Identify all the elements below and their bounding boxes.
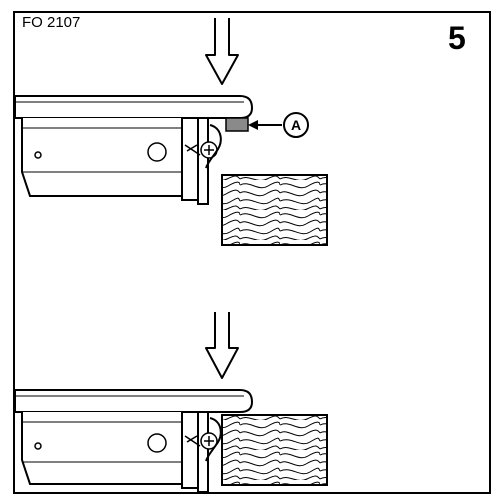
hob-top-view-1 [14, 95, 254, 205]
document-code: FO 2107 [22, 14, 81, 31]
callout-arrow [248, 120, 282, 130]
callout-circle [283, 112, 309, 138]
hob-top-view-2 [14, 389, 254, 493]
clip-bracket-icon-2 [205, 417, 222, 462]
clip-bracket-icon [205, 124, 222, 169]
step-number: 5 [448, 20, 466, 56]
down-arrow-icon [205, 18, 239, 85]
screw-icon [184, 141, 218, 159]
down-arrow-icon-2 [205, 312, 239, 379]
wood-block-2 [221, 414, 328, 486]
callout-label: A [291, 117, 301, 133]
wood-block-1 [221, 174, 328, 246]
part-a-seal [225, 117, 249, 132]
screw-icon-2 [184, 432, 218, 450]
